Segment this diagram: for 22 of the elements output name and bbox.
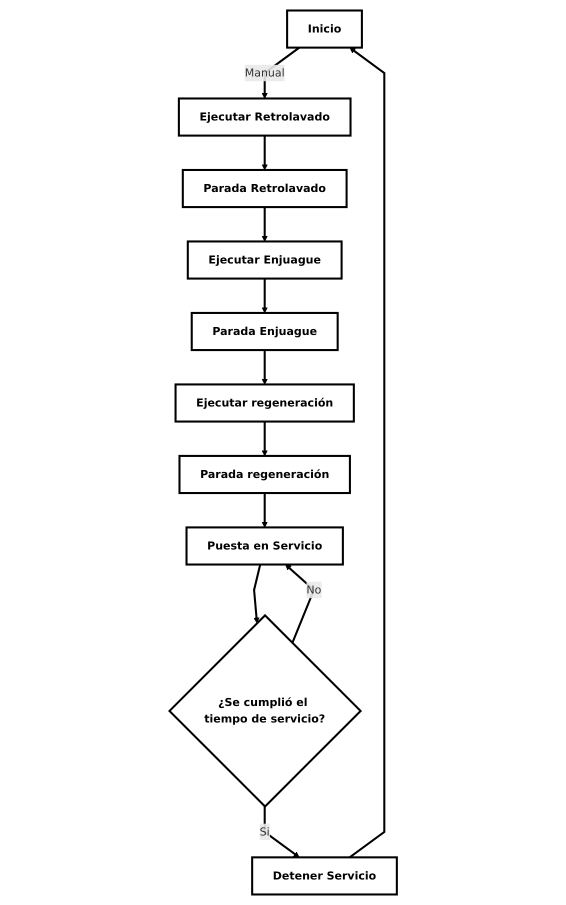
node-box: Parada regeneración — [178, 454, 351, 494]
arrow — [262, 278, 268, 314]
arrow — [262, 493, 268, 528]
edge-label: Manual — [244, 66, 285, 80]
arrow — [252, 564, 262, 624]
node-box: Puesta en Servicio — [185, 526, 344, 566]
arrow — [262, 350, 268, 385]
arrow — [264, 806, 300, 858]
node-box: Detener Servicio — [250, 856, 398, 896]
node-box: Parada Enjuague — [190, 312, 339, 352]
node-box: Parada Retrolavado — [182, 168, 348, 208]
node-diamond: ¿Se cumplió el tiempo de servicio? — [168, 614, 362, 808]
arrow — [262, 207, 268, 242]
arrow — [262, 136, 268, 170]
node-box: Ejecutar Retrolavado — [178, 97, 352, 137]
arrow — [348, 47, 386, 858]
node-box: Inicio — [286, 9, 363, 49]
node-box: Ejecutar regeneración — [174, 383, 355, 423]
arrow — [262, 422, 268, 456]
edge-label: Si — [260, 825, 270, 838]
edge-label: No — [306, 583, 322, 596]
node-box: Ejecutar Enjuague — [186, 240, 342, 280]
